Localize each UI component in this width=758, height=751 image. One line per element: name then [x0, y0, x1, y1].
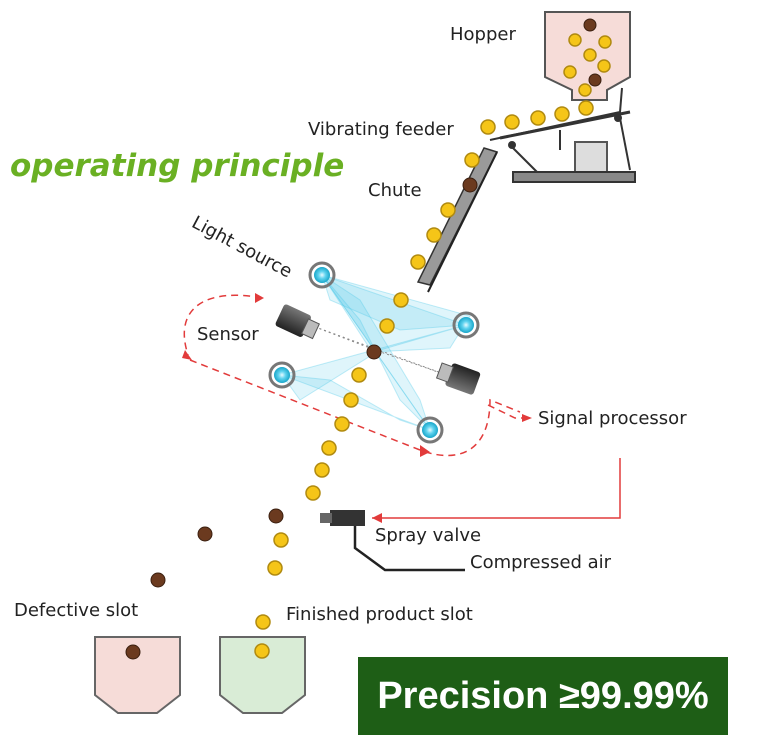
chute-icon — [416, 147, 499, 293]
sensor-sight-lines — [309, 324, 456, 379]
signal-processor-label: Signal processor — [538, 408, 687, 429]
vibrating-feeder-icon — [489, 87, 636, 183]
sensor-label: Sensor — [197, 324, 259, 345]
hopper-label: Hopper — [450, 24, 516, 45]
good-item-icons — [254, 33, 612, 659]
light-source-icon — [268, 261, 480, 444]
sensor-camera-icon — [275, 304, 481, 395]
finished-product-slot-label: Finished product slot — [286, 604, 473, 625]
vibrating-feeder-label: Vibrating feeder — [308, 119, 454, 140]
diagram-title: operating principle — [10, 148, 345, 184]
spray-valve-label: Spray valve — [375, 525, 482, 546]
valve-signal-line — [372, 458, 621, 519]
defective-slot-label: Defective slot — [14, 600, 139, 621]
finished-bin-icon — [219, 636, 306, 714]
precision-badge: Precision ≥99.99% — [358, 657, 728, 735]
compressed-air-label: Compressed air — [470, 552, 612, 573]
defective-bin-icon — [94, 636, 181, 714]
spray-valve-icon — [320, 510, 465, 572]
signal-arrowheads — [182, 293, 532, 457]
defective-item-icons — [125, 18, 602, 660]
chute-label: Chute — [368, 180, 422, 201]
